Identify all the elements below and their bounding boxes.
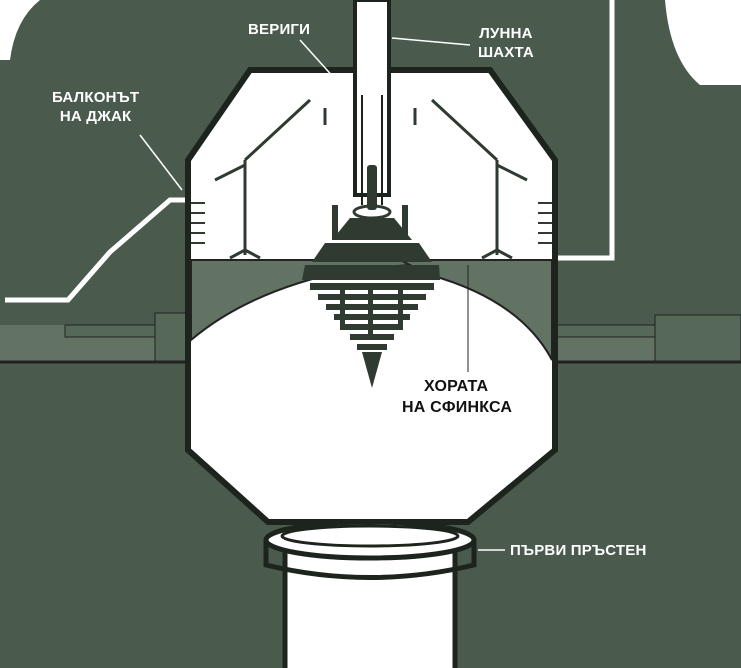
jacks-balcony xyxy=(191,202,552,244)
label-sphinx-people-line2: НА СФИНКСА xyxy=(402,399,513,416)
label-sphinx-people-line1: ХОРАТА xyxy=(424,378,489,395)
inverted-pyramid xyxy=(302,165,440,388)
moon-shaft xyxy=(353,0,391,197)
label-sphinx-people: ХОРАТА НА СФИНКСА xyxy=(402,376,512,418)
label-moon-shaft-line1: ЛУННА xyxy=(479,25,533,42)
cranes xyxy=(214,98,528,260)
top-right-sky xyxy=(665,0,741,85)
label-first-ring: ПЪРВИ ПРЪСТЕН xyxy=(510,542,647,559)
label-jacks-balcony-line2: НА ДЖАК xyxy=(59,108,132,125)
label-jacks-balcony-line1: БАЛКОНЪТ xyxy=(52,89,140,106)
label-chains: ВЕРИГИ xyxy=(248,21,311,38)
top-left-sky xyxy=(0,0,40,60)
pipe xyxy=(282,542,458,668)
label-moon-shaft: ЛУННА ШАХТА xyxy=(478,24,534,62)
leader-lines xyxy=(139,37,505,551)
right-path xyxy=(555,0,615,261)
label-moon-shaft-line2: ШАХТА xyxy=(478,44,534,61)
label-jacks-balcony: БАЛКОНЪТ НА ДЖАК xyxy=(52,88,139,126)
balcony-path xyxy=(5,197,188,303)
